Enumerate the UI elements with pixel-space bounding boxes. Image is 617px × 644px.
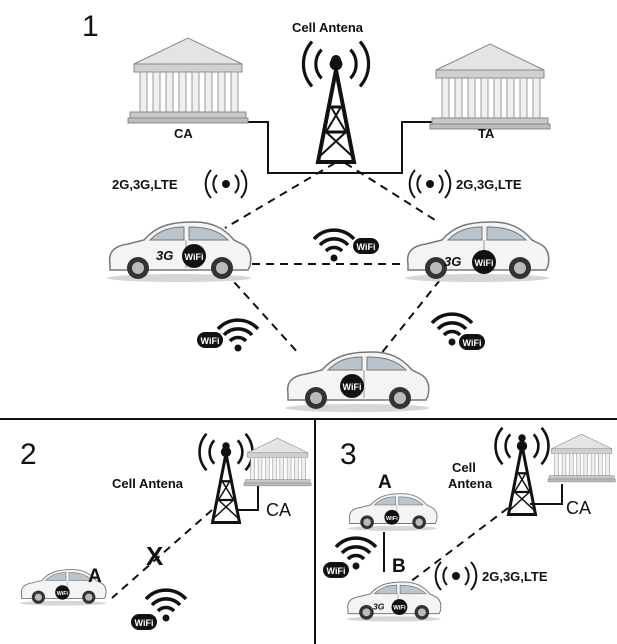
car-a-label-2: A bbox=[88, 566, 102, 587]
car-b-3: 3G WiFi bbox=[345, 581, 442, 623]
cellular-signal-icon-right bbox=[408, 169, 452, 199]
panel-number-3: 3 bbox=[340, 438, 357, 471]
ca-label-2: CA bbox=[266, 500, 291, 520]
ca-label-3: CA bbox=[566, 498, 591, 518]
ca-label: CA bbox=[174, 126, 193, 141]
ta-building bbox=[429, 43, 551, 130]
svg-text:WiFi: WiFi bbox=[357, 242, 376, 252]
antenna-label: Cell Antena bbox=[292, 20, 364, 35]
panel-2: 2 Cell Antena CA X WiFi A WiFi bbox=[19, 432, 312, 630]
panel-number-2: 2 bbox=[20, 438, 37, 471]
svg-text:WiFi: WiFi bbox=[327, 566, 346, 576]
antenna-broadcast-icon-3 bbox=[494, 426, 550, 466]
antenna-label-3-line2: Antena bbox=[448, 476, 493, 491]
antenna-broadcast-icon-2 bbox=[198, 432, 254, 472]
panel-1: 1 CA TA Cell Antena 2G,3G,LTE 2G,3G,LTE … bbox=[82, 10, 551, 413]
wifi-badge-2: WiFi bbox=[131, 614, 157, 630]
wifi-badge-right: WiFi bbox=[459, 334, 485, 350]
wifi-badge-left: WiFi bbox=[197, 332, 223, 348]
antenna-wired-link bbox=[158, 121, 470, 174]
svg-text:WiFi: WiFi bbox=[386, 516, 398, 522]
wifi-badge-3: WiFi bbox=[323, 562, 349, 578]
car-right: 3G WiFi bbox=[404, 221, 550, 283]
car-left-network-label: 3G bbox=[156, 248, 173, 263]
wifi-icon-top bbox=[312, 228, 356, 264]
car-a-label-3: A bbox=[378, 472, 392, 493]
panel-number-1: 1 bbox=[82, 10, 99, 43]
link-antenna-car-left bbox=[224, 162, 336, 229]
ca-building-2 bbox=[243, 437, 312, 487]
svg-text:WiFi: WiFi bbox=[393, 606, 406, 612]
antenna-label-2: Cell Antena bbox=[112, 476, 184, 491]
wifi-badge-car-a-3: WiFi bbox=[384, 509, 400, 525]
cellular-label-3: 2G,3G,LTE bbox=[482, 569, 548, 584]
antenna-label-3-line1: Cell bbox=[452, 460, 476, 475]
car-b-network-label: 3G bbox=[373, 602, 385, 612]
svg-text:WiFi: WiFi bbox=[57, 591, 69, 597]
wifi-badge-car-bottom: WiFi bbox=[340, 374, 364, 398]
cellular-label-left: 2G,3G,LTE bbox=[112, 177, 178, 192]
svg-text:WiFi: WiFi bbox=[475, 258, 494, 268]
wifi-icon-left bbox=[216, 318, 260, 354]
wifi-badge-car-left: WiFi bbox=[182, 244, 206, 268]
link-antenna-car-right bbox=[344, 162, 436, 221]
svg-text:WiFi: WiFi bbox=[343, 382, 362, 392]
link-car-left-car-bottom bbox=[224, 271, 301, 356]
cellular-signal-icon-left bbox=[204, 169, 248, 199]
ca-building bbox=[127, 37, 249, 124]
panel-3: 3 Cell Antena CA A WiFi B WiFi 3G bbox=[323, 426, 616, 623]
car-a-3: WiFi bbox=[347, 493, 438, 532]
wifi-badge-car-b-3: WiFi bbox=[391, 599, 408, 615]
ca-building-3 bbox=[547, 433, 616, 483]
wifi-badge-car-right: WiFi bbox=[472, 250, 496, 274]
svg-text:WiFi: WiFi bbox=[463, 338, 482, 348]
cellular-label-right: 2G,3G,LTE bbox=[456, 177, 522, 192]
car-bottom: WiFi bbox=[284, 351, 430, 413]
svg-text:WiFi: WiFi bbox=[201, 336, 220, 346]
svg-text:WiFi: WiFi bbox=[135, 618, 154, 628]
blocked-mark: X bbox=[146, 541, 164, 571]
ta-label: TA bbox=[478, 126, 495, 141]
car-b-label-3: B bbox=[392, 556, 406, 577]
svg-text:WiFi: WiFi bbox=[185, 252, 204, 262]
car-right-network-label: 3G bbox=[444, 254, 461, 269]
link-car-right-car-bottom bbox=[379, 279, 441, 356]
cell-tower-icon bbox=[316, 53, 356, 164]
wifi-badge-car-a-2: WiFi bbox=[55, 585, 70, 600]
link-antenna-car-b bbox=[409, 507, 509, 583]
car-left: 3G WiFi bbox=[106, 221, 252, 283]
car-a-2: WiFi bbox=[19, 569, 107, 607]
cellular-signal-icon-3 bbox=[434, 561, 478, 591]
wifi-badge-top: WiFi bbox=[353, 238, 379, 254]
